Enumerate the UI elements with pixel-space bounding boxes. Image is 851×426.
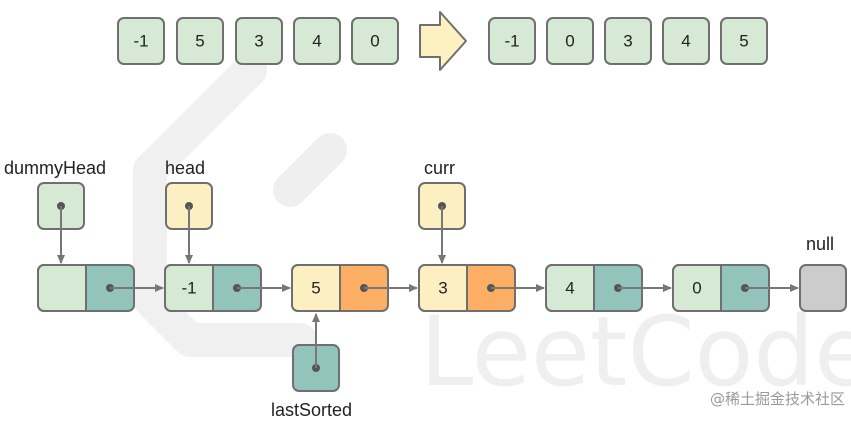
cell-value: -1 — [133, 32, 148, 51]
cell-value: 5 — [195, 32, 204, 51]
cell-value: -1 — [504, 32, 519, 51]
node-value: 3 — [438, 279, 447, 298]
pointer-curr — [418, 182, 466, 264]
cell-value: 5 — [739, 32, 748, 51]
array-after: -1 0 3 4 5 — [488, 17, 768, 65]
pointer-head — [165, 182, 213, 264]
node-value: 4 — [565, 279, 574, 298]
array-after-cell: 5 — [720, 17, 768, 65]
node-value-box — [164, 264, 214, 312]
cell-box — [176, 17, 224, 65]
node-value-box — [291, 264, 341, 312]
cell-value: 0 — [565, 32, 574, 51]
cell-box — [720, 17, 768, 65]
pointer-dummyhead — [37, 182, 85, 264]
cell-box — [117, 17, 165, 65]
array-before-cell: 0 — [351, 17, 399, 65]
node-value: -1 — [181, 279, 196, 298]
cell-box — [488, 17, 536, 65]
watermark-logo-stroke — [273, 133, 347, 207]
array-after-cell: -1 — [488, 17, 536, 65]
array-before-cell: 3 — [235, 17, 283, 65]
cell-value: 3 — [254, 32, 263, 51]
node-value-box — [37, 264, 87, 312]
node-value: 0 — [692, 279, 701, 298]
list-node-dummy — [37, 264, 164, 312]
cell-box — [351, 17, 399, 65]
pointer-label-curr: curr — [424, 158, 455, 178]
node-value: 5 — [311, 279, 320, 298]
cell-value: 4 — [312, 32, 321, 51]
pointer-label-lastsorted: lastSorted — [271, 400, 352, 420]
list-node: -1 — [164, 264, 291, 312]
array-after-cell: 0 — [546, 17, 594, 65]
cell-box — [662, 17, 710, 65]
null-node — [799, 264, 847, 312]
cell-box — [293, 17, 341, 65]
cell-box — [604, 17, 652, 65]
pointer-label-head: head — [165, 158, 205, 178]
cell-value: 3 — [623, 32, 632, 51]
cell-box — [546, 17, 594, 65]
list-node: 3 — [418, 264, 545, 312]
array-before-cell: -1 — [117, 17, 165, 65]
node-value-box — [672, 264, 722, 312]
node-value-box — [545, 264, 595, 312]
list-node: 4 — [545, 264, 672, 312]
cell-value: 0 — [370, 32, 379, 51]
array-after-cell: 3 — [604, 17, 652, 65]
watermark-logo-shape — [133, 53, 317, 357]
watermark-brand: LeetCode — [420, 296, 851, 408]
cell-box — [235, 17, 283, 65]
list-node: 0 — [672, 264, 799, 312]
pointer-label-dummyhead: dummyHead — [4, 158, 106, 178]
cell-value: 4 — [681, 32, 690, 51]
pointer-label-null: null — [806, 234, 834, 254]
pointer-lastsorted — [292, 313, 340, 392]
transform-arrow-icon — [419, 11, 467, 71]
watermark: LeetCode — [133, 53, 851, 408]
array-after-cell: 4 — [662, 17, 710, 65]
list-node: 5 — [291, 264, 418, 312]
array-before: -1 5 3 4 0 — [117, 17, 399, 65]
credit-watermark: @稀土掘金技术社区 — [710, 390, 845, 408]
array-before-cell: 5 — [176, 17, 224, 65]
array-before-cell: 4 — [293, 17, 341, 65]
node-value-box — [418, 264, 468, 312]
